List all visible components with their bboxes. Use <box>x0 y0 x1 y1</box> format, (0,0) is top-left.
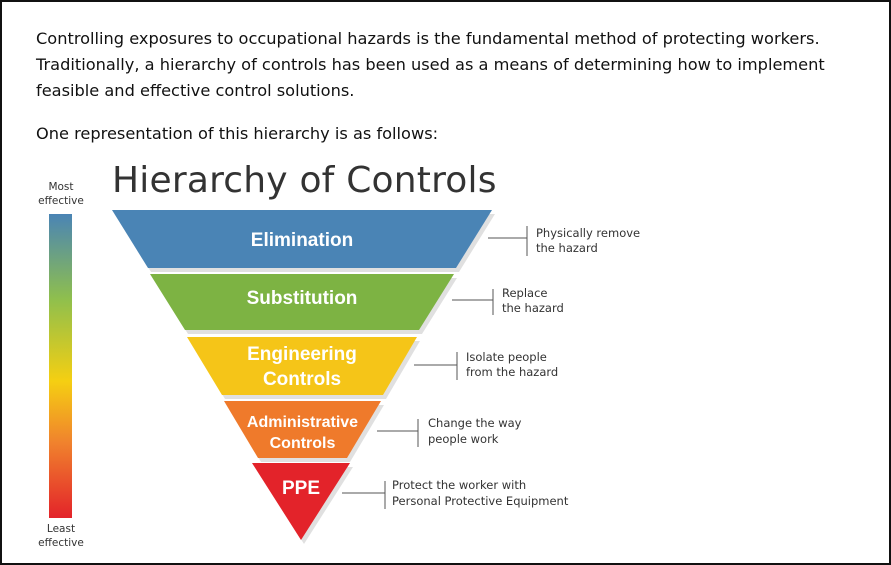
tier-engineering-controls-description: Isolate people <box>466 350 547 364</box>
tier-administrative-controls-label: Administrative <box>247 414 358 431</box>
tier-ppe <box>252 463 350 540</box>
tier-elimination-description: the hazard <box>536 241 598 255</box>
tier-engineering-controls-label: Controls <box>263 369 341 390</box>
intro-paragraph: Controlling exposures to occupational ha… <box>36 29 825 100</box>
tier-substitution <box>150 274 454 330</box>
scale-least-effective-label: Least effective <box>38 523 84 549</box>
tier-substitution-label: Substitution <box>247 288 358 309</box>
tier-administrative-controls-label: Controls <box>270 435 336 452</box>
diagram-title: Hierarchy of Controls <box>112 160 497 201</box>
tier-engineering-controls <box>187 337 417 395</box>
tier-administrative-controls-description: Change the way <box>428 416 522 430</box>
tier-substitution-description: the hazard <box>502 301 564 315</box>
scale-most-effective-label: Most effective <box>38 181 84 207</box>
tier-ppe-description: Protect the worker with <box>392 478 526 492</box>
tier-administrative-controls-description: people work <box>428 432 499 446</box>
effectiveness-gradient-bar <box>49 214 72 518</box>
tier-engineering-controls-description: from the hazard <box>466 365 558 379</box>
hierarchy-lead-in: One representation of this hierarchy is … <box>36 124 439 143</box>
tier-substitution-description: Replace <box>502 286 548 300</box>
tier-administrative-controls <box>224 401 381 458</box>
tier-elimination-description: Physically remove <box>536 226 640 240</box>
tier-elimination-label: Elimination <box>251 230 353 251</box>
tier-elimination <box>112 210 492 268</box>
tier-engineering-controls-label: Engineering <box>247 344 357 365</box>
tier-ppe-description: Personal Protective Equipment <box>392 494 569 508</box>
tier-ppe-label: PPE <box>282 478 320 499</box>
